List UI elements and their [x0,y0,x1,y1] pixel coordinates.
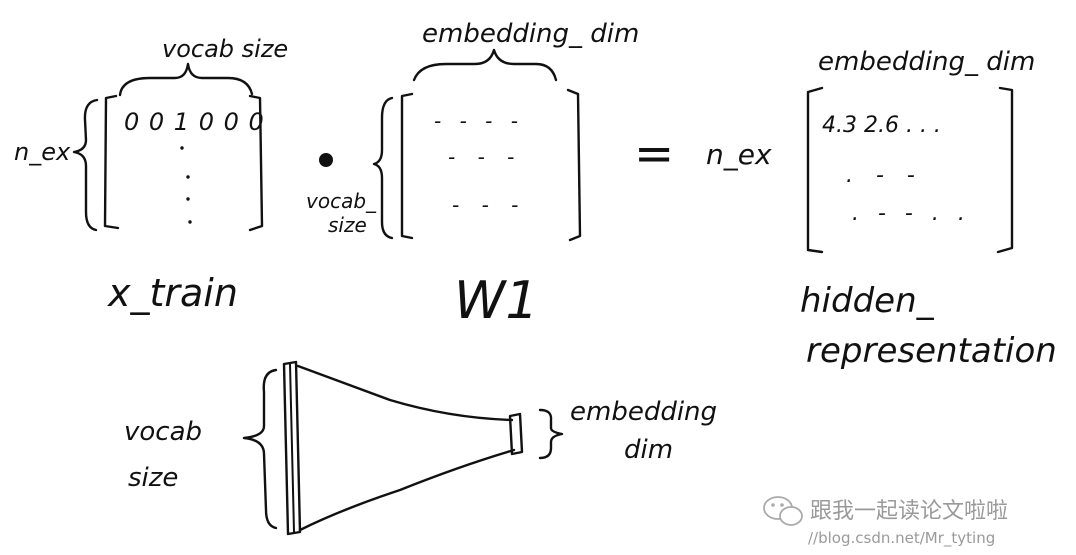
hidden-name-line-1: hidden_ [800,281,935,321]
w1-cols-brace [412,48,558,82]
dot-product-operator [319,153,333,167]
hidden-row-2: . - - [846,163,923,188]
funnel-group: vocab size embedding dim [124,360,717,536]
w1-row-1: - - - - [434,109,524,133]
hidden-left-bracket [806,86,824,254]
funnel-top-edge [296,364,514,422]
wechat-icon [763,496,803,526]
watermark-url: //blog.csdn.net/Mr_tyting [808,529,995,548]
x-train-first-row: 0 0 1 0 0 0 [124,108,265,136]
hidden-group: embedding_ dim 4.3 2.6 . . . . - - . - -… [800,47,1057,371]
hidden-first-row: 4.3 2.6 . . . [822,113,941,138]
w1-right-bracket [566,88,582,242]
hidden-right-bracket [996,86,1014,254]
w1-rows-brace [372,96,394,240]
funnel-left-label-1: vocab [124,417,202,447]
x-train-cols-brace [118,62,254,97]
funnel-right-slab [508,412,524,456]
x-train-name: x_train [107,271,238,315]
funnel-left-brace [242,368,278,530]
x-train-dot [186,175,190,179]
funnel-right-label-2: dim [624,435,673,465]
x-train-dot [188,220,192,224]
x-train-group: vocab size n_ex 0 0 1 0 0 0 x_train [14,35,288,315]
x-train-rows-brace [72,98,99,232]
x-train-right-bracket [248,94,264,232]
funnel-bottom-edge [298,448,516,532]
x-train-rows-label: n_ex [14,138,71,166]
x-train-cols-label: vocab size [162,35,288,63]
x-train-dot [186,197,190,201]
equals-operator: = [634,126,674,182]
x-train-dot [180,146,184,150]
funnel-left-slab [282,360,302,536]
w1-row-2: - - - [448,145,522,169]
hidden-name-line-2: representation [806,331,1057,371]
hidden-cols-label: embedding_ dim [818,47,1035,77]
w1-row-3: - - - [452,193,526,217]
hidden-row-3: . - - . . [852,201,971,226]
funnel-right-label-1: embedding [570,397,717,427]
watermark-group: 跟我一起读论文啦啦 //blog.csdn.net/Mr_tyting [763,496,1008,548]
w1-cols-label: embedding_ dim [422,19,639,49]
w1-left-bracket [400,92,414,240]
w1-group: embedding_ dim vocab_ size - - - - - - -… [306,19,639,331]
hidden-rows-label: n_ex [706,138,772,171]
funnel-left-label-2: size [128,463,178,493]
w1-name: W1 [454,271,539,331]
funnel-left-slab-edge [289,363,295,533]
w1-rows-label-2: size [328,213,367,237]
watermark-wechat-text: 跟我一起读论文啦啦 [810,499,1008,524]
w1-rows-label-1: vocab_ [306,189,377,213]
funnel-right-brace [538,408,564,460]
x-train-left-bracket [103,94,120,230]
